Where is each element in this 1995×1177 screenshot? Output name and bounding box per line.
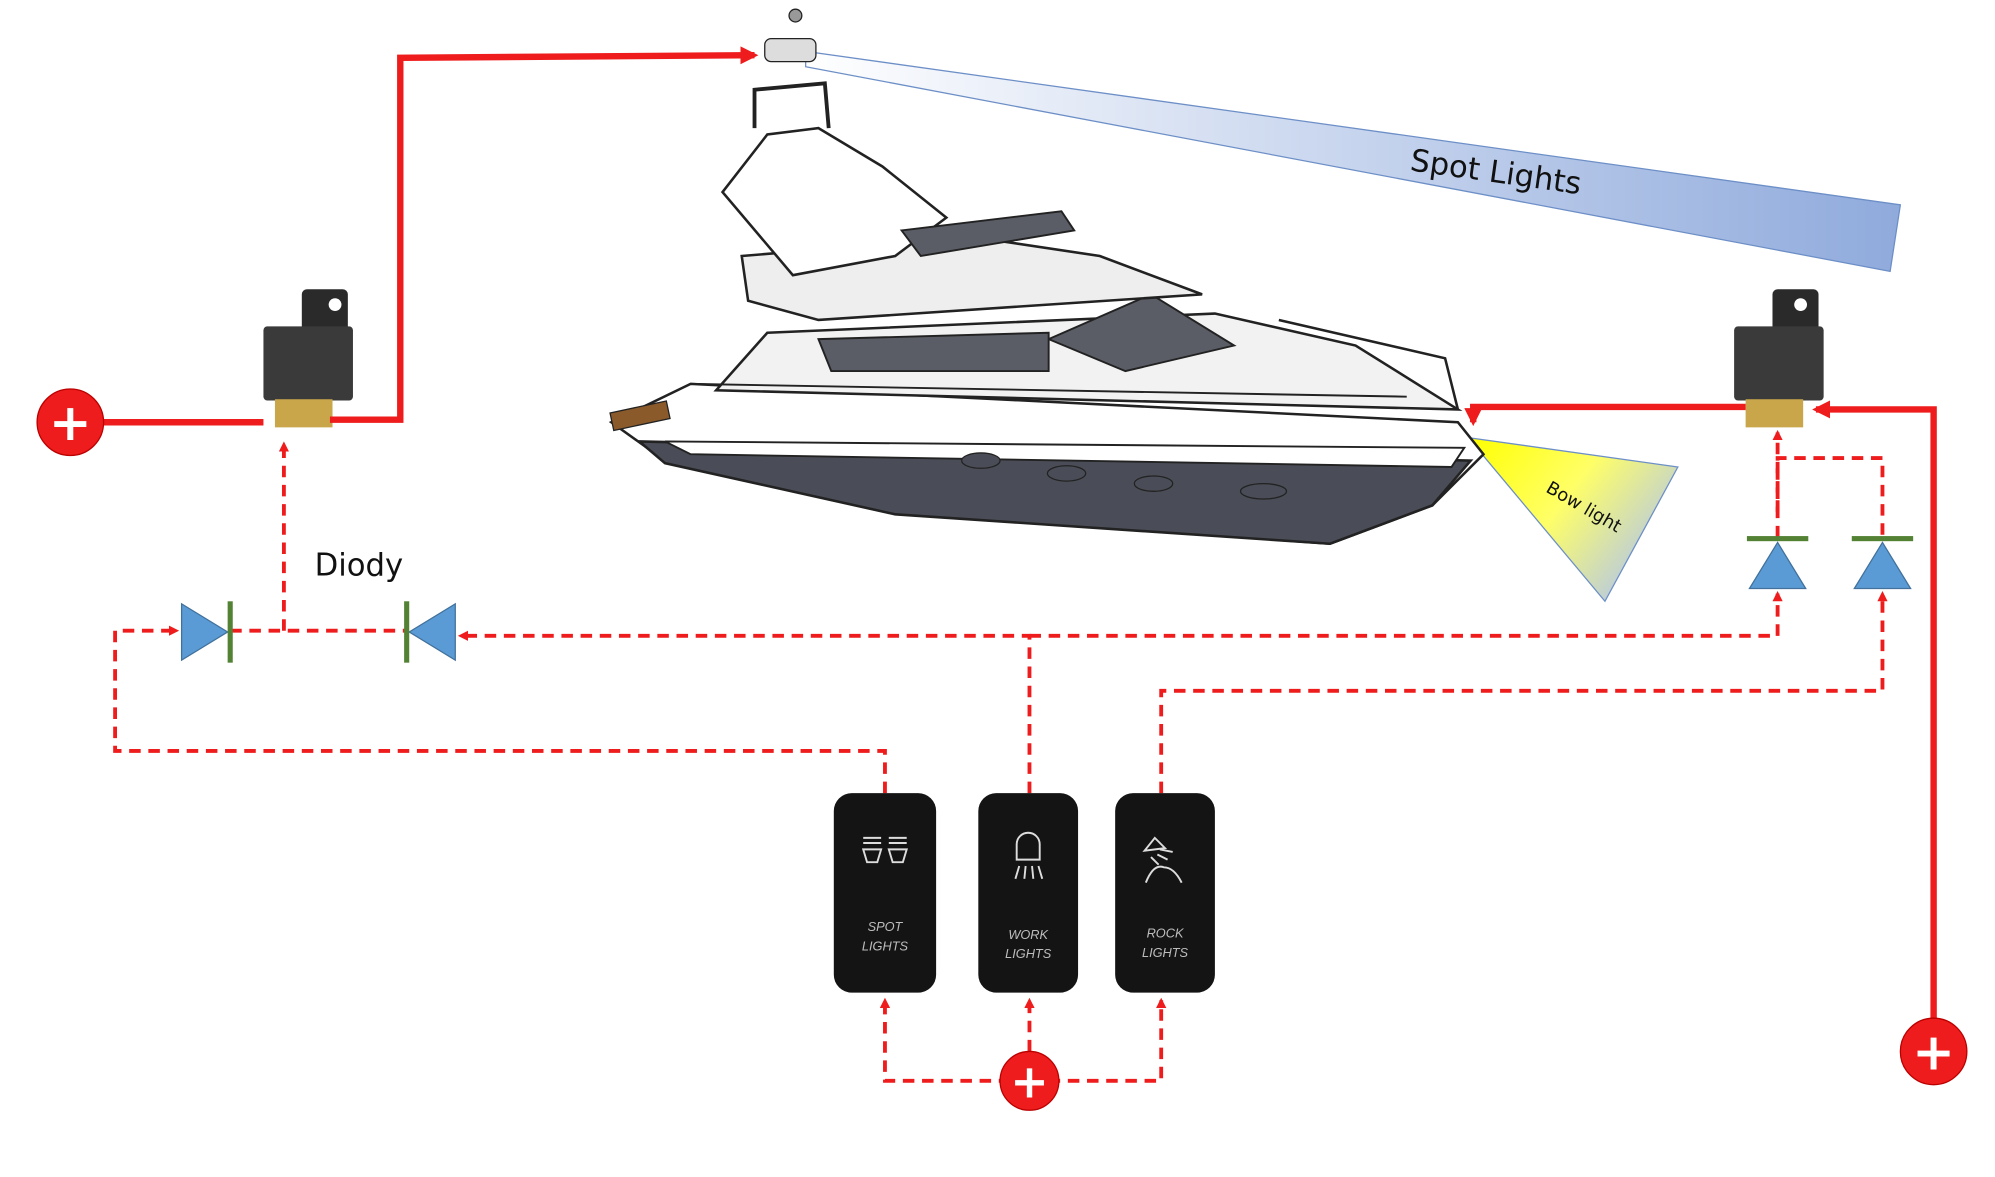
relay-left — [263, 289, 353, 428]
switch-spot-lights[interactable]: SPOT LIGHTS — [833, 793, 937, 993]
power-source-switches: + — [999, 1050, 1060, 1111]
svg-text:ROCK: ROCK — [1147, 926, 1184, 941]
power-source-left: + — [36, 388, 105, 457]
diodes-label: Diody — [315, 549, 404, 584]
control-wires — [113, 429, 1888, 1083]
svg-text:SPOT: SPOT — [868, 919, 904, 934]
svg-text:+: + — [1010, 1054, 1049, 1108]
relay-right — [1734, 289, 1824, 428]
bow-light-beam: Bow light — [1466, 436, 1679, 603]
switch-rock-lights[interactable]: ROCK LIGHTS — [1115, 793, 1215, 993]
diode-left-2 — [404, 601, 456, 663]
yacht-illustration — [608, 8, 1486, 546]
diode-right-1 — [1746, 536, 1809, 590]
svg-text:LIGHTS: LIGHTS — [1005, 946, 1052, 961]
diode-left-1 — [180, 601, 233, 663]
diode-right-2 — [1851, 536, 1914, 590]
power-wires — [102, 46, 1937, 1020]
rock-light-icon — [1142, 836, 1183, 884]
work-light-icon — [1014, 831, 1044, 880]
svg-text:+: + — [1912, 1023, 1955, 1082]
spot-lights-icon — [861, 836, 908, 864]
svg-text:LIGHTS: LIGHTS — [862, 938, 909, 953]
switch-work-lights[interactable]: WORK LIGHTS — [978, 793, 1079, 993]
svg-text:LIGHTS: LIGHTS — [1142, 945, 1189, 960]
svg-text:+: + — [49, 394, 92, 453]
svg-text:WORK: WORK — [1008, 927, 1048, 942]
power-source-right: + — [1899, 1017, 1968, 1086]
